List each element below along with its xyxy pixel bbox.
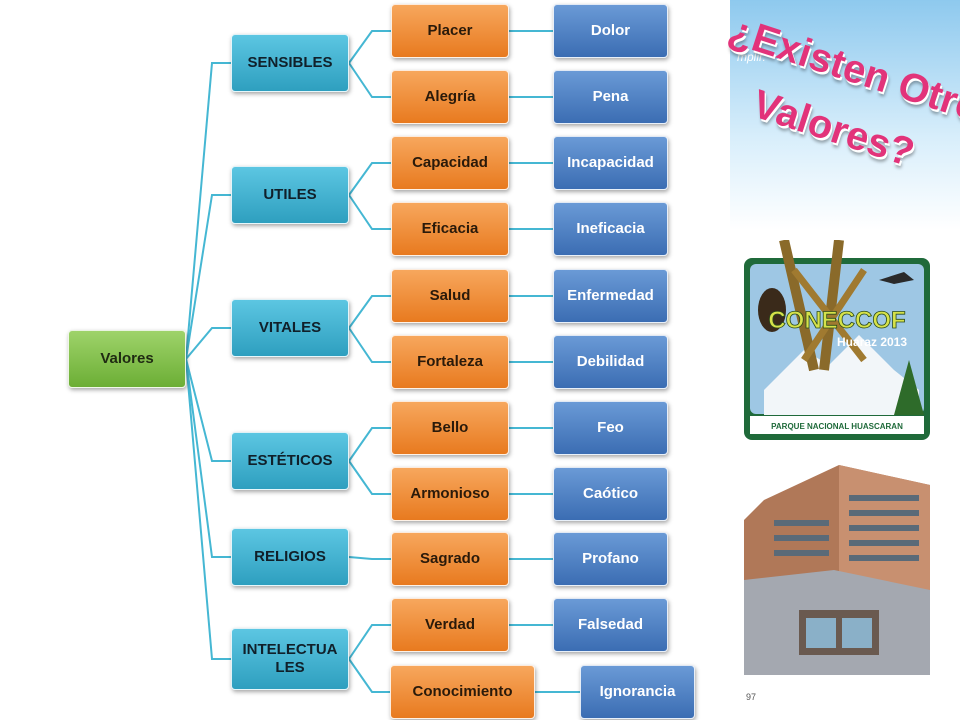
positive-value-node-1-1: Placer: [391, 4, 509, 58]
connector-root-to-category-5: [185, 358, 231, 558]
category-node-5: RELIGIOS: [231, 528, 349, 586]
connector-category-to-value-3-1: [348, 295, 391, 329]
opposite-value-node-3-1: Enfermedad: [553, 269, 668, 323]
logo-title: CONECCOF: [768, 307, 905, 334]
category-node-6: INTELECTUA LES: [231, 628, 349, 690]
positive-value-node-1-2: Alegría: [391, 70, 509, 124]
positive-value-node-2-1: Capacidad: [391, 136, 509, 190]
connector-category-to-value-4-2: [348, 460, 391, 495]
connector-root-to-category-3: [185, 327, 231, 360]
positive-value-node-4-2: Armonioso: [391, 467, 509, 521]
opposite-value-node-6-2: Ignorancia: [580, 665, 695, 719]
logo-footer: PARQUE NACIONAL HUASCARAN: [771, 422, 903, 431]
headline: ¿Existen Otros Valores?: [723, 0, 960, 220]
coneccof-logo: CONECCOF Huaraz 2013 PARQUE NACIONAL HUA…: [744, 240, 930, 440]
category-node-4: ESTÉTICOS: [231, 432, 349, 490]
connector-root-to-category-6: [185, 358, 231, 660]
positive-value-node-3-2: Fortaleza: [391, 335, 509, 389]
opposite-value-node-5-1: Profano: [553, 532, 668, 586]
building-photo: [744, 460, 930, 675]
positive-value-node-3-1: Salud: [391, 269, 509, 323]
connector-root-to-category-2: [185, 194, 231, 360]
positive-value-node-2-2: Eficacia: [391, 202, 509, 256]
connector-category-to-value-1-1: [348, 30, 391, 64]
connector-category-to-value-1-2: [348, 62, 391, 98]
connector-category-to-value-2-2: [348, 194, 391, 230]
connector-root-to-category-4: [185, 358, 231, 462]
sky-caption: mplir.: [737, 50, 766, 64]
connector-root-to-category-1: [185, 62, 231, 360]
connector-category-to-value-6-1: [348, 624, 391, 660]
connector-category-to-value-2-1: [348, 162, 391, 196]
opposite-value-node-4-2: Caótico: [553, 467, 668, 521]
connector-category-to-value-6-2: [348, 658, 391, 693]
opposite-value-node-2-1: Incapacidad: [553, 136, 668, 190]
connector-category-to-value-4-1: [348, 427, 391, 462]
connector-category-to-value-3-2: [348, 327, 391, 363]
logo-subtitle: Huaraz 2013: [837, 335, 907, 349]
page-number: 97: [746, 692, 757, 702]
root-node-valores: Valores: [68, 330, 186, 388]
positive-value-node-6-2: Conocimiento: [390, 665, 535, 719]
connector-category-to-value-5-1: [348, 556, 391, 560]
opposite-value-node-1-2: Pena: [553, 70, 668, 124]
positive-value-node-6-1: Verdad: [391, 598, 509, 652]
opposite-value-node-4-1: Feo: [553, 401, 668, 455]
sky-background: [730, 0, 960, 230]
category-node-3: VITALES: [231, 299, 349, 357]
positive-value-node-4-1: Bello: [391, 401, 509, 455]
opposite-value-node-3-2: Debilidad: [553, 335, 668, 389]
category-node-2: UTILES: [231, 166, 349, 224]
opposite-value-node-6-1: Falsedad: [553, 598, 668, 652]
opposite-value-node-2-2: Ineficacia: [553, 202, 668, 256]
opposite-value-node-1-1: Dolor: [553, 4, 668, 58]
positive-value-node-5-1: Sagrado: [391, 532, 509, 586]
category-node-1: SENSIBLES: [231, 34, 349, 92]
